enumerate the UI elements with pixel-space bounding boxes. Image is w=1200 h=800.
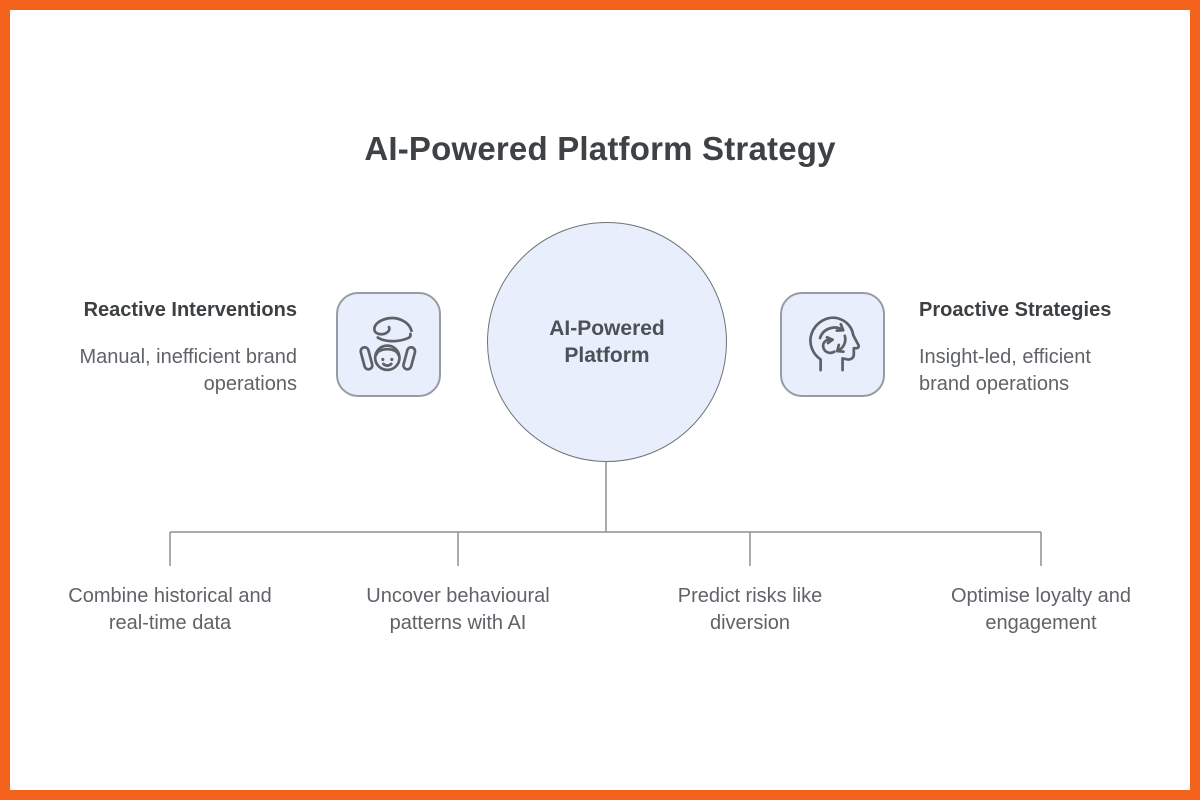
branch-label-2: Uncover behavioural patterns with AI	[366, 585, 550, 634]
proactive-description: Insight-led, efficient brand operations	[919, 346, 1091, 395]
reactive-icon-box	[336, 292, 441, 397]
branch-label-1: Combine historical and real-time data	[68, 585, 272, 634]
proactive-heading: Proactive Strategies	[919, 299, 1112, 321]
proactive-icon-box	[780, 292, 885, 397]
reactive-heading: Reactive Interventions	[83, 299, 297, 321]
branch-label-3: Predict risks like diversion	[677, 585, 823, 634]
center-node-label: AI-Powered Platform	[549, 317, 665, 367]
reactive-description: Manual, inefficient brand operations	[79, 346, 297, 395]
hand-over-child-care-icon	[353, 306, 425, 383]
branch-label-4: Optimise loyalty and engagement	[950, 585, 1132, 634]
head-cycle-arrows-icon	[797, 306, 869, 383]
page-title: AI-Powered Platform Strategy	[364, 130, 836, 167]
reactive-text-block: Reactive Interventions Manual, inefficie…	[40, 298, 297, 398]
center-platform-node: AI-Powered Platform	[487, 222, 727, 462]
proactive-text-block: Proactive Strategies Insight-led, effici…	[919, 298, 1159, 398]
